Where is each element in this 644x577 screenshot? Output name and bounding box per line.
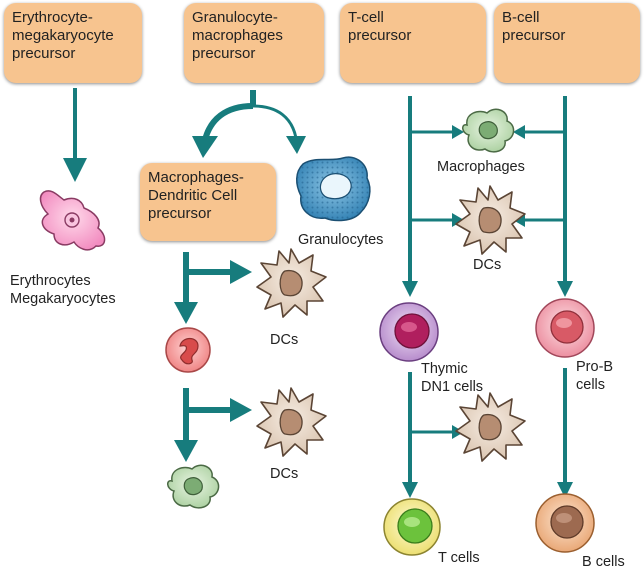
dc-cell-mid <box>256 248 327 318</box>
label-line: DN1 cells <box>421 379 484 395</box>
label-line: cells <box>576 377 606 393</box>
box-b-cell-precursor: B-cell precursor <box>494 3 640 83</box>
granulocyte-cell <box>296 156 371 222</box>
label-thymic-dn1-cells: Thymic DN1 cells <box>421 360 483 396</box>
box-t-cell-precursor: T-cell precursor <box>340 3 486 83</box>
dc-cell-dn1 <box>455 392 526 462</box>
macrophage-cell-top <box>461 108 515 153</box>
macrophage-cell-bottom <box>166 464 220 509</box>
arrowhead-gm-left <box>192 136 218 158</box>
label-dcs-bottom: DCs <box>270 466 299 482</box>
label-erythrocytes-megakaryocytes: Erythrocytes Megakaryocytes <box>10 272 116 308</box>
arrowhead-erythro <box>63 158 87 182</box>
label-line: Megakaryocytes <box>10 291 116 307</box>
arrowhead-tcell-down1 <box>402 281 418 297</box>
box-line: precursor <box>12 45 76 62</box>
box-line: precursor <box>192 45 256 62</box>
label-granulocytes: Granulocytes <box>298 232 384 248</box>
arrowhead-b-mac <box>513 125 525 139</box>
box-line: Erythrocyte- <box>12 9 93 26</box>
arrow-gm-left <box>202 103 254 141</box>
box-line: Macrophages- <box>148 169 244 186</box>
box-erythrocyte-megakaryocyte-precursor: Erythrocyte- megakaryocyte precursor <box>4 3 142 83</box>
box-line: megakaryocyte <box>12 27 114 44</box>
box-line: T-cell <box>348 9 384 26</box>
b-cell <box>535 493 595 553</box>
dc-cell-top <box>455 185 526 255</box>
label-t-cells: T cells <box>438 550 480 566</box>
label-macrophages: Macrophages <box>437 159 525 175</box>
arrowhead-bcell-down1 <box>557 281 573 297</box>
label-dcs-mid: DCs <box>270 332 299 348</box>
box-line: precursor <box>502 27 566 44</box>
box-line: B-cell <box>502 9 540 26</box>
box-line: macrophages <box>192 27 283 44</box>
arrowhead-gm-right <box>286 136 306 154</box>
label-dcs-top: DCs <box>473 257 502 273</box>
box-line: Dendritic Cell <box>148 187 238 204</box>
arrowhead-mdc-down1 <box>174 302 198 324</box>
monocyte-cell <box>165 327 211 373</box>
arrowhead-tcell-down2 <box>402 482 418 498</box>
box-granulocyte-macrophages-precursor: Granulocyte- macrophages precursor <box>184 3 324 83</box>
box-line: precursor <box>348 27 412 44</box>
arrowhead-t-dc <box>452 213 464 227</box>
label-line: Pro-B <box>576 359 614 375</box>
arrow-gm-right <box>252 104 298 139</box>
label-line: Erythrocytes <box>10 273 91 289</box>
box-line: Granulocyte- <box>192 9 278 26</box>
box-macrophages-dendritic-cell-precursor: Macrophages- Dendritic Cell precursor <box>140 163 276 241</box>
arrowhead-mono-dc <box>230 398 252 422</box>
arrows <box>73 88 567 485</box>
arrowhead-mdc-dc1 <box>230 260 252 284</box>
label-line: Thymic <box>421 361 468 377</box>
label-pro-b-cells: Pro-B cells <box>576 358 613 394</box>
dc-cell-bottom <box>256 387 327 457</box>
pro-b-cell <box>535 298 595 358</box>
arrowhead-bcell-down2 <box>557 482 573 498</box>
box-line: precursor <box>148 205 212 222</box>
arrowhead-t-mac <box>452 125 464 139</box>
thymic-dn1-cell <box>379 302 439 362</box>
erythrocyte-megakaryocyte-cell <box>39 190 106 251</box>
t-cell <box>383 498 441 556</box>
arrowhead-mono-down <box>174 440 198 462</box>
label-b-cells: B cells <box>582 554 625 570</box>
